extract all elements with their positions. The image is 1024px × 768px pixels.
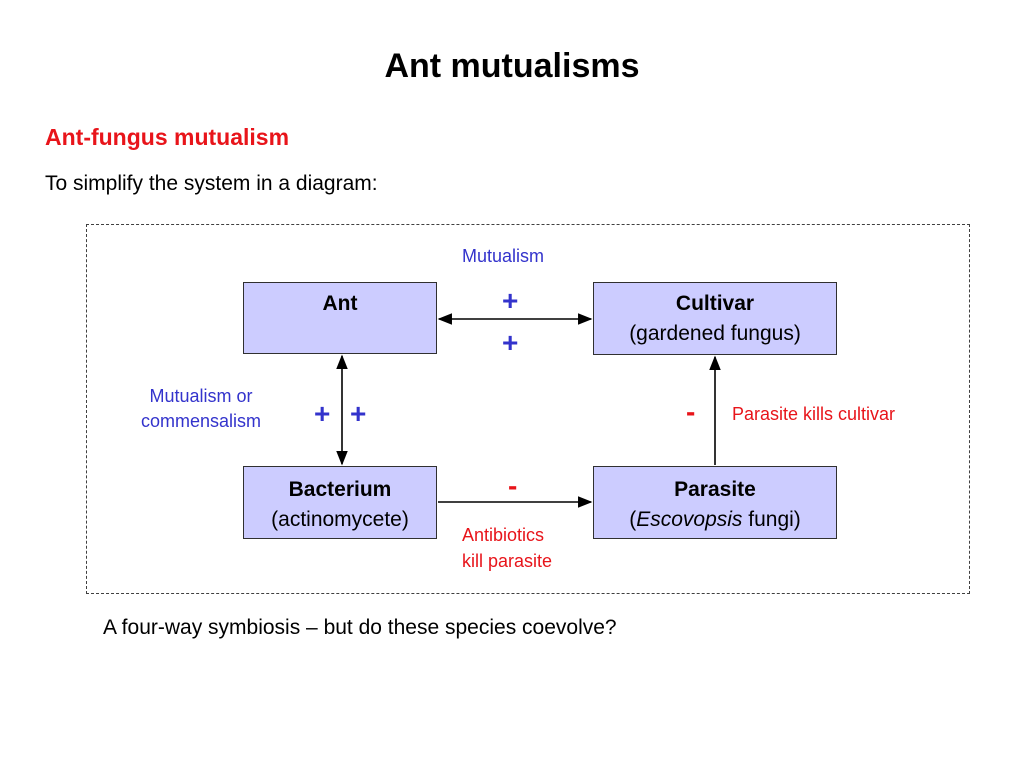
node-parasite-detail-open: (	[629, 508, 637, 531]
label-parasite-kills-cultivar: Parasite kills cultivar	[732, 404, 896, 424]
section-subtitle: Ant-fungus mutualism	[45, 124, 290, 150]
page-title: Ant mutualisms	[384, 47, 640, 85]
node-parasite-detail-genus: Escovopsis	[636, 508, 743, 531]
node-parasite-detail-close: fungi)	[742, 508, 801, 531]
sign-parasite-cultivar: -	[686, 396, 696, 427]
label-antibiotics-line2: kill parasite	[462, 551, 553, 571]
diagram-frame	[86, 224, 970, 594]
node-cultivar: Cultivar (gardened fungus)	[593, 282, 837, 355]
label-mutualism: Mutualism	[462, 246, 545, 266]
label-antibiotics: Antibiotics kill parasite	[462, 522, 552, 574]
node-bacterium-name: Bacterium	[288, 478, 392, 501]
label-mutualism-or-line2: commensalism	[140, 411, 262, 431]
node-ant-name: Ant	[322, 292, 358, 315]
sign-ant-bacterium-right: +	[350, 398, 367, 429]
label-mutualism-or-commensalism: Mutualism or commensalism	[100, 384, 302, 434]
node-parasite-name: Parasite	[674, 478, 756, 501]
node-bacterium-detail: (actinomycete)	[271, 508, 409, 531]
node-parasite: Parasite (Escovopsis fungi)	[593, 466, 837, 539]
intro-text: To simplify the system in a diagram:	[45, 172, 378, 195]
sign-ant-bacterium-left: +	[314, 398, 331, 429]
node-parasite-detail: (Escovopsis fungi)	[594, 505, 836, 535]
node-bacterium: Bacterium (actinomycete)	[243, 466, 437, 539]
sign-bacterium-parasite: -	[508, 470, 518, 501]
label-mutualism-or-line1: Mutualism or	[149, 386, 253, 406]
footer-text: A four-way symbiosis – but do these spec…	[103, 616, 617, 639]
node-cultivar-name: Cultivar	[675, 292, 755, 315]
node-ant: Ant	[243, 282, 437, 354]
label-antibiotics-line1: Antibiotics	[462, 525, 545, 545]
node-cultivar-detail: (gardened fungus)	[629, 322, 801, 345]
sign-ant-cultivar-top: +	[502, 285, 519, 316]
sign-ant-cultivar-bottom: +	[502, 327, 519, 358]
